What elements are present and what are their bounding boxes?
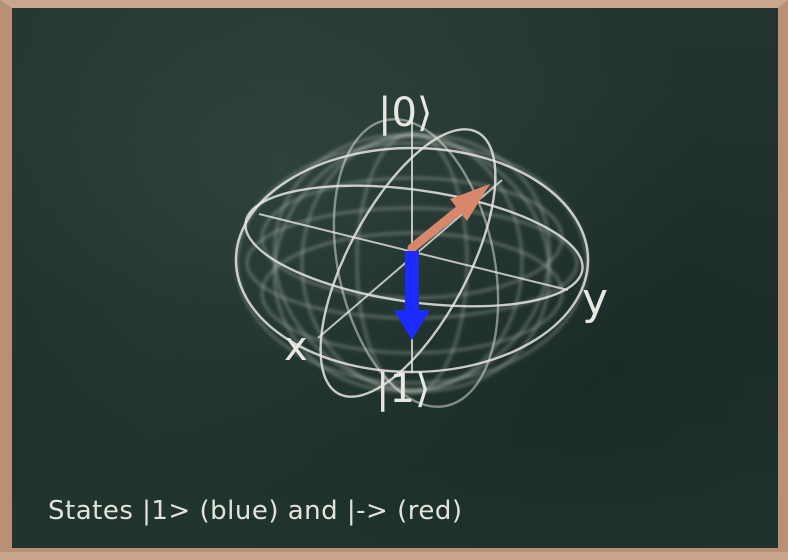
ket-one-label: |1⟩	[376, 366, 431, 412]
sphere-meridian	[319, 128, 497, 398]
x-axis-label: x	[284, 324, 308, 370]
sphere-meridian-back	[332, 118, 500, 408]
caption: States |1> (blue) and |-> (red)	[48, 496, 463, 526]
bloch-sphere-diagram: |0⟩ |1⟩ x y	[234, 90, 608, 412]
ket-zero-label: |0⟩	[378, 90, 433, 136]
y-axis-label: y	[582, 274, 608, 325]
state-one-vector	[394, 251, 430, 340]
state-minus-vector	[407, 184, 490, 253]
